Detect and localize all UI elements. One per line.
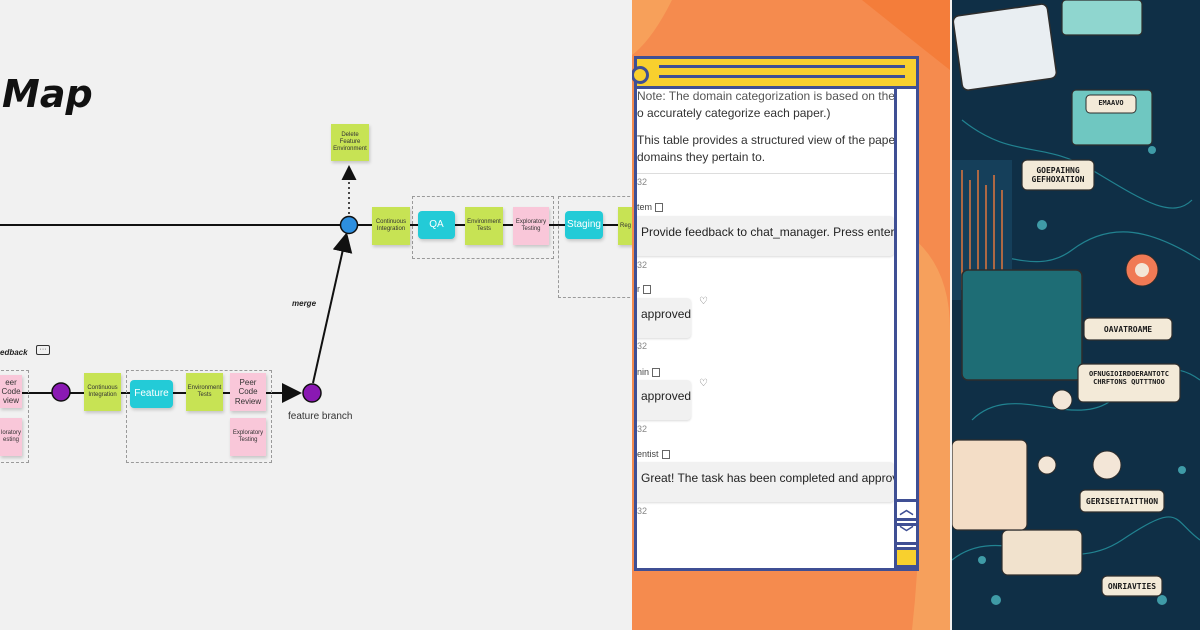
chat-content: Note: The domain categorization is based…: [637, 89, 894, 568]
window-circle-icon[interactable]: [632, 66, 649, 84]
sticky-branch-environment-tests[interactable]: Environment Tests: [186, 373, 223, 411]
circuit-illustration: [952, 0, 1200, 630]
sticky-continuous-integration[interactable]: Continuous Integration: [372, 207, 410, 245]
illustration-panel: GOEPAIHNG GEFHOXATION EMAAVO OAVATROAME …: [952, 0, 1200, 630]
chevron-up-icon[interactable]: ︿: [894, 499, 919, 521]
copy-icon[interactable]: [662, 450, 670, 459]
feedback-label: edback: [0, 348, 28, 357]
titlebar-line: [659, 65, 905, 68]
message-timestamp: 32: [637, 260, 647, 270]
message-timestamp: 32: [637, 506, 647, 516]
message-timestamp: 32: [637, 177, 647, 187]
heart-icon[interactable]: ♡: [699, 296, 708, 307]
workflow-board-panel: Map Delete Feature Environmen: [0, 0, 632, 630]
message-bubble: approved: [637, 380, 691, 420]
board-connectors: [0, 0, 632, 630]
sticky-delete-feature-environment[interactable]: Delete Feature Environment: [331, 124, 369, 161]
message-timestamp: 32: [637, 341, 647, 351]
scroll-thumb[interactable]: [894, 547, 919, 568]
sticky-qa[interactable]: QA: [418, 211, 455, 239]
message-bubble: Great! The task has been completed and a…: [637, 462, 894, 502]
chat-line: Note: The domain categorization is based…: [637, 89, 894, 103]
main-branch-node: [341, 217, 358, 234]
sticky-exploratory-partial[interactable]: loratory esting: [0, 418, 22, 456]
branch-start-node: [52, 383, 70, 401]
comment-icon[interactable]: ···: [36, 345, 50, 355]
illustration-label: OAVATROAME: [1084, 325, 1172, 334]
chat-titlebar: [637, 59, 916, 89]
chat-panel-background: Note: The domain categorization is based…: [632, 0, 950, 630]
copy-icon[interactable]: [643, 285, 651, 294]
message-bubble: Provide feedback to chat_manager. Press …: [637, 216, 894, 256]
sticky-branch-exploratory-testing[interactable]: Exploratory Testing: [230, 418, 266, 456]
merge-label: merge: [292, 299, 316, 308]
sticky-staging[interactable]: Staging: [565, 211, 603, 239]
chat-line: domains they pertain to.: [637, 150, 765, 164]
message-sender: nin: [637, 367, 660, 377]
copy-icon[interactable]: [655, 203, 663, 212]
message-sender: tem: [637, 202, 663, 212]
message-timestamp: 32: [637, 424, 647, 434]
sticky-exploratory-testing[interactable]: Exploratory Testing: [513, 207, 549, 245]
sticky-environment-tests[interactable]: Environment Tests: [465, 207, 503, 245]
message-separator: [637, 173, 894, 174]
illustration-label: ONRIAVTIES: [1102, 582, 1162, 591]
titlebar-line: [659, 75, 905, 78]
message-sender: r: [637, 284, 651, 294]
sticky-branch-continuous-integration[interactable]: Continuous Integration: [84, 373, 121, 411]
sticky-reg-partial[interactable]: Reg: [618, 207, 632, 245]
message-bubble: approved: [637, 298, 691, 338]
illustration-label: GERISEITAITTHON: [1080, 497, 1164, 506]
feature-branch-node: [303, 384, 321, 402]
chat-scrollbar[interactable]: ︿ ﹀: [894, 89, 916, 568]
chevron-down-icon[interactable]: ﹀: [894, 523, 919, 545]
heart-icon[interactable]: ♡: [699, 378, 708, 389]
message-sender: entist: [637, 449, 670, 459]
sticky-peer-code-review[interactable]: Peer Code Review: [230, 373, 266, 411]
sticky-peer-review-partial[interactable]: eer Code view: [0, 375, 22, 408]
illustration-label: EMAAVO: [1086, 99, 1136, 107]
chat-window: Note: The domain categorization is based…: [634, 56, 919, 571]
sticky-feature[interactable]: Feature: [130, 380, 173, 408]
chat-line: This table provides a structured view of…: [637, 133, 894, 147]
chat-line: o accurately categorize each paper.): [637, 106, 830, 120]
illustration-label: OFNUGIOIRDOERANTOTC CHRFTONS QUTTTNOO: [1078, 370, 1180, 386]
illustration-label: GOEPAIHNG GEFHOXATION: [1022, 166, 1094, 184]
copy-icon[interactable]: [652, 368, 660, 377]
merge-arrow: [313, 236, 346, 383]
feature-branch-label: feature branch: [288, 411, 353, 422]
